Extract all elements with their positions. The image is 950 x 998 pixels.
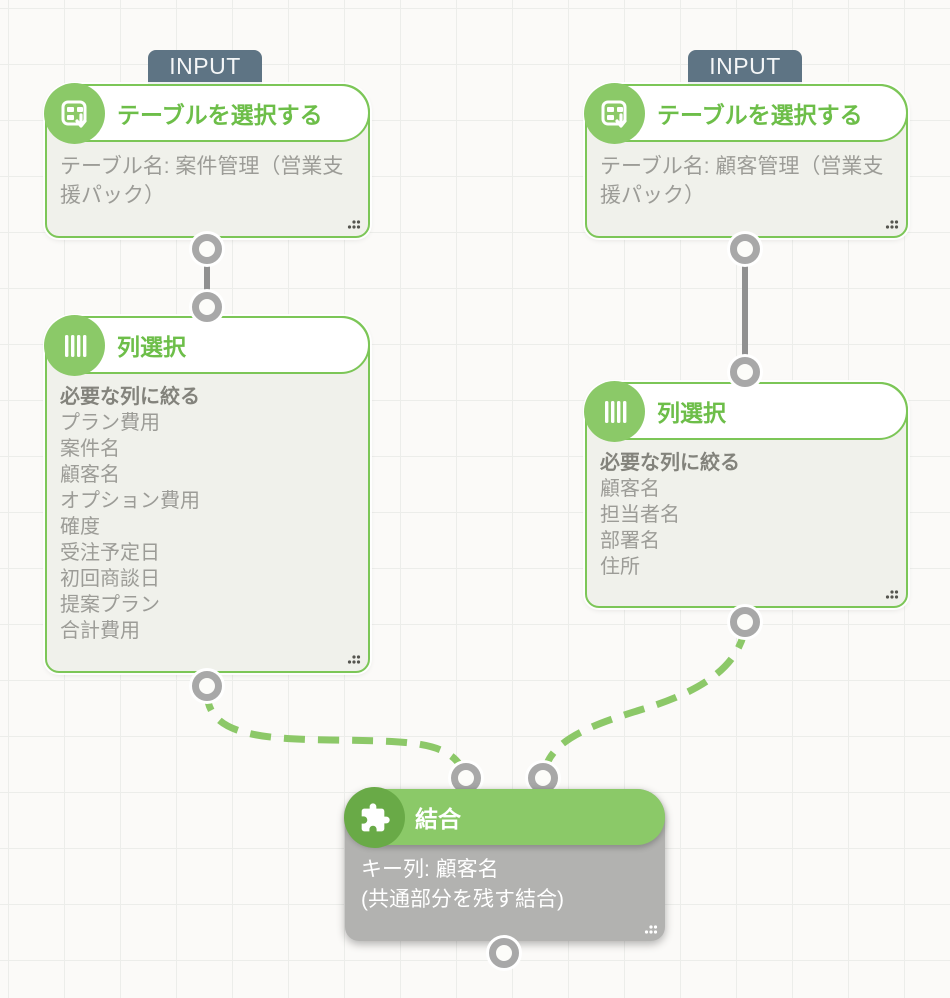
resize-grip[interactable] [884, 219, 899, 230]
node-body: 必要な列に絞る 顧客名担当者名部署名住所 [587, 442, 906, 606]
port-output-input-left[interactable] [192, 234, 222, 264]
input-badge-left-label: INPUT [169, 53, 241, 79]
table-select-icon [44, 83, 105, 144]
columns-subtitle: 必要な列に絞る [60, 386, 200, 408]
port-output-columns-right[interactable] [730, 607, 760, 637]
column-list-item: 担当者名 [600, 504, 680, 526]
column-list-item: 顧客名 [60, 464, 120, 486]
column-list-item: 初回商談日 [60, 568, 160, 590]
node-body-text: テーブル名: 案件管理（営業支援パック） [60, 155, 344, 207]
port-input-columns-right[interactable] [730, 357, 760, 387]
columns-icon [584, 381, 645, 442]
column-list-item: 確度 [60, 516, 100, 538]
node-title: 結合 [415, 806, 461, 832]
puzzle-icon [344, 787, 405, 848]
port-input-columns-left[interactable] [192, 292, 222, 322]
join-key-text: キー列: 顧客名 [361, 858, 499, 881]
columns-icon [44, 315, 105, 376]
resize-grip[interactable] [884, 589, 899, 600]
node-column-select-right[interactable]: 列選択 必要な列に絞る 顧客名担当者名部署名住所 [584, 381, 908, 608]
columns-list: プラン費用案件名顧客名オプション費用確度受注予定日初回商談日提案プラン合計費用 [60, 410, 354, 644]
column-list-item: 提案プラン [60, 594, 160, 616]
node-select-table-right[interactable]: テーブルを選択する テーブル名: 顧客管理（営業支援パック） [584, 83, 908, 238]
column-list-item: 住所 [600, 556, 640, 578]
resize-grip[interactable] [643, 924, 658, 935]
resize-grip[interactable] [346, 219, 361, 230]
column-list-item: 案件名 [60, 438, 120, 460]
port-output-input-right[interactable] [730, 234, 760, 264]
node-column-select-left-header[interactable]: 列選択 [44, 315, 370, 376]
node-title: 列選択 [657, 400, 726, 426]
column-list-item: 顧客名 [600, 478, 660, 500]
port-output-columns-left[interactable] [192, 671, 222, 701]
node-body: 必要な列に絞る プラン費用案件名顧客名オプション費用確度受注予定日初回商談日提案… [47, 376, 368, 671]
join-type-text: (共通部分を残す結合) [361, 888, 564, 911]
column-list-item: 部署名 [600, 530, 660, 552]
edge-columns-right-to-join[interactable] [540, 627, 749, 775]
port-input-join-right[interactable] [528, 763, 558, 793]
node-column-select-right-header[interactable]: 列選択 [584, 381, 908, 442]
port-output-join[interactable] [489, 938, 519, 968]
column-list-item: 受注予定日 [60, 542, 160, 564]
node-body-text: テーブル名: 顧客管理（営業支援パック） [600, 155, 884, 207]
node-join-header[interactable]: 結合 [344, 787, 665, 848]
column-list-item: プラン費用 [60, 412, 160, 434]
node-column-select-left[interactable]: 列選択 必要な列に絞る プラン費用案件名顧客名オプション費用確度受注予定日初回商… [44, 315, 370, 673]
columns-list: 顧客名担当者名部署名住所 [600, 476, 892, 580]
node-title: 列選択 [117, 334, 186, 360]
node-title: テーブルを選択する [657, 102, 863, 128]
node-select-table-right-header[interactable]: テーブルを選択する [584, 83, 908, 144]
table-select-icon [584, 83, 645, 144]
node-join[interactable]: 結合 キー列: 顧客名 (共通部分を残す結合) [344, 787, 665, 941]
node-select-table-left[interactable]: テーブルを選択する テーブル名: 案件管理（営業支援パック） [44, 83, 370, 238]
edge-columns-left-to-join[interactable] [203, 689, 470, 778]
column-list-item: 合計費用 [60, 620, 140, 642]
resize-grip[interactable] [346, 654, 361, 665]
node-title: テーブルを選択する [117, 102, 323, 128]
input-badge-right-label: INPUT [709, 53, 781, 79]
node-body: キー列: 顧客名 (共通部分を残す結合) [345, 845, 665, 941]
column-list-item: オプション費用 [60, 490, 200, 512]
node-select-table-left-header[interactable]: テーブルを選択する [44, 83, 370, 144]
columns-subtitle: 必要な列に絞る [600, 452, 740, 474]
